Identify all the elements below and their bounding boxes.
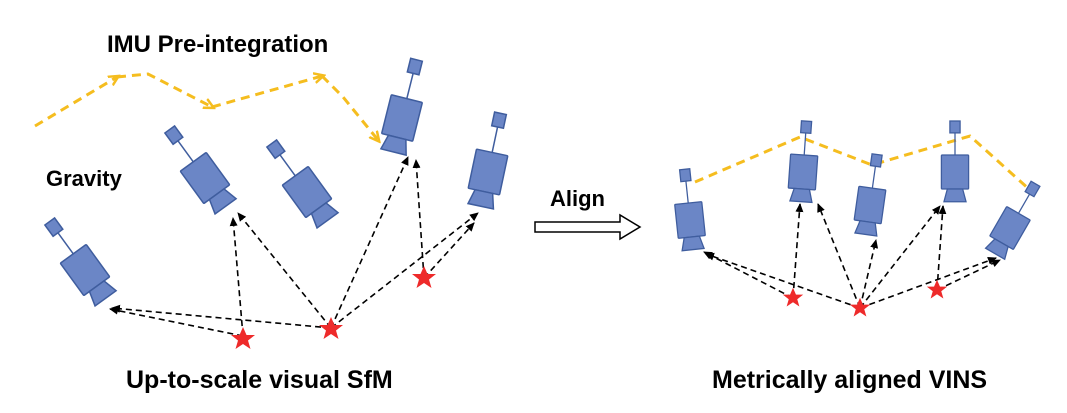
imu-preintegration-path — [34, 74, 378, 140]
align-label: Align — [550, 186, 605, 211]
right-landmarks — [782, 279, 948, 317]
camera-icon — [258, 133, 342, 231]
camera-icon — [464, 109, 517, 211]
camera-icon — [940, 120, 970, 203]
left-caption: Up-to-scale visual SfM — [126, 366, 393, 394]
right-cameras — [670, 119, 1048, 262]
camera-icon — [982, 176, 1048, 262]
left-rays — [109, 156, 479, 337]
left-landmarks — [231, 266, 436, 349]
camera-icon — [36, 211, 120, 309]
align-arrow-icon — [534, 213, 642, 241]
landmark-star-icon — [319, 317, 343, 339]
right-caption: Metrically aligned VINS — [712, 366, 988, 394]
camera-icon — [156, 119, 240, 217]
landmark-star-icon — [231, 327, 255, 349]
landmark-star-icon — [926, 279, 948, 299]
landmark-star-icon — [849, 297, 871, 317]
camera-icon — [851, 151, 892, 237]
aligned-imu-path — [694, 134, 1032, 192]
gravity-label: Gravity — [46, 166, 122, 191]
imu-preintegration-label: IMU Pre-integration — [107, 31, 329, 58]
camera-icon — [786, 119, 821, 204]
landmark-star-icon — [412, 266, 436, 288]
right-rays — [703, 203, 1001, 309]
landmark-star-icon — [782, 287, 804, 307]
camera-icon — [377, 55, 433, 157]
